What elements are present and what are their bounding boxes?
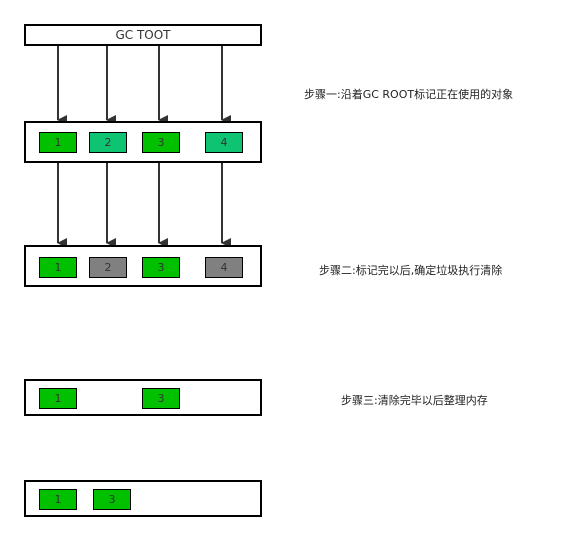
object-cell-1: 1: [39, 132, 77, 153]
memory-row-4: 1 3: [24, 480, 262, 517]
gc-root-label: GC TOOT: [115, 28, 171, 42]
object-cell-1: 1: [39, 257, 77, 278]
memory-row-1: 1 2 3 4: [24, 121, 262, 163]
memory-row-2: 1 2 3 4: [24, 245, 262, 287]
object-cell-2: 2: [89, 132, 127, 153]
object-cell-3: 3: [142, 132, 180, 153]
object-cell-3: 3: [142, 388, 180, 409]
object-cell-1: 1: [39, 489, 77, 510]
gc-root-box: GC TOOT: [24, 24, 262, 46]
object-cell-3: 3: [93, 489, 131, 510]
step-three-caption: 步骤三:清除完毕以后整理内存: [341, 394, 488, 407]
memory-row-3: 1 3: [24, 379, 262, 416]
garbage-cell-4: 4: [205, 257, 243, 278]
object-cell-4: 4: [205, 132, 243, 153]
object-cell-1: 1: [39, 388, 77, 409]
object-cell-3: 3: [142, 257, 180, 278]
garbage-cell-2: 2: [89, 257, 127, 278]
step-two-caption: 步骤二:标记完以后,确定垃圾执行清除: [319, 264, 503, 277]
step-one-caption: 步骤一:沿着GC ROOT标记正在使用的对象: [304, 88, 514, 101]
